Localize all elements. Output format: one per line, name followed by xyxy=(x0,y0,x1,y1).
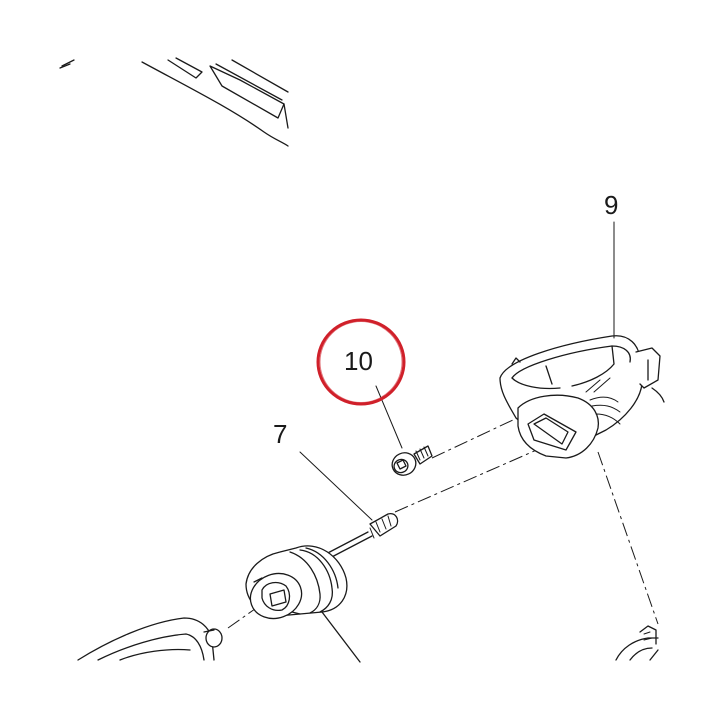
fitting-fragment-bottom-right xyxy=(615,625,659,661)
leader-line-10 xyxy=(375,385,403,449)
bracket-fragment-bottom xyxy=(77,617,223,661)
callout-number-7: 7 xyxy=(273,419,288,449)
part-7-long-screw xyxy=(321,513,399,561)
part-9-clamp xyxy=(499,335,665,459)
callout-number-9: 9 xyxy=(604,190,619,220)
callout-number-10: 10 xyxy=(344,346,373,376)
part-10-cap-screw xyxy=(391,445,433,476)
leader-line-7 xyxy=(299,451,373,521)
clamp-body xyxy=(245,545,361,663)
frame-fragment-top xyxy=(59,57,289,147)
highlight-circle xyxy=(316,318,406,406)
